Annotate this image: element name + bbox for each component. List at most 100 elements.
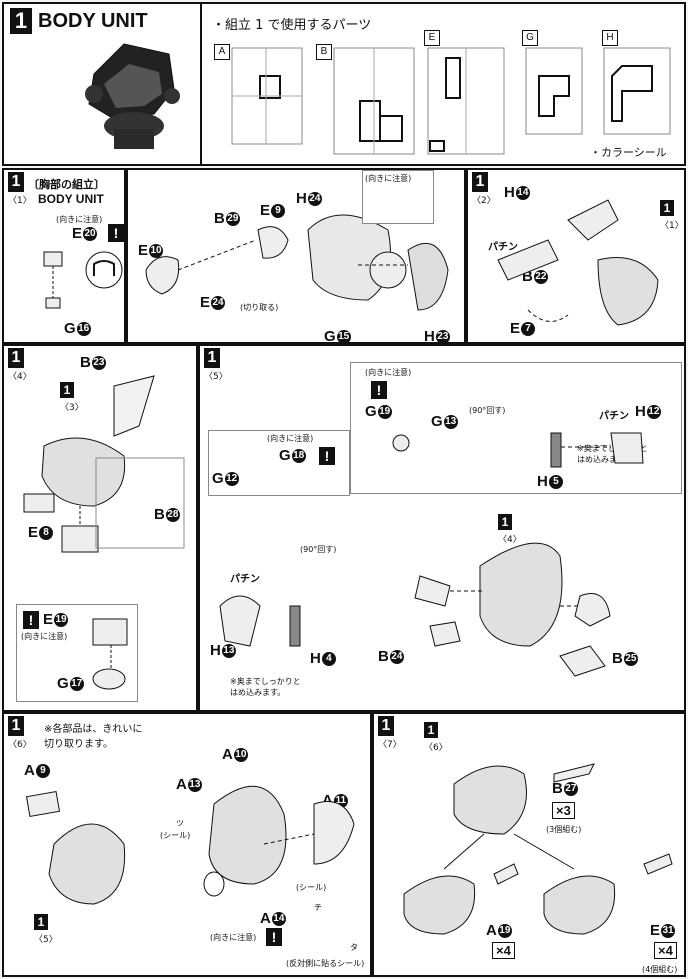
sprue-h-diagram <box>603 47 671 135</box>
step5-ref-sub: 〈4〉 <box>498 535 522 545</box>
color-seal-label: ・カラーシール <box>590 146 667 159</box>
part-g13-num: 13 <box>443 415 458 430</box>
caution-inset: (向きに注意) <box>362 170 434 224</box>
part-g12-num: 12 <box>224 472 239 487</box>
step6-caution: (向きに注意) <box>210 933 257 942</box>
part-b27-letter: B <box>552 780 563 797</box>
part-b25-num: 25 <box>623 652 638 667</box>
part-b28-letter: B <box>154 506 165 523</box>
sprue-b-diagram <box>333 47 415 155</box>
step6-ref-number: 1 <box>34 914 48 930</box>
x3-note: (3個組む) <box>546 825 582 834</box>
part-h5-num: 5 <box>548 475 563 490</box>
step5-sub: 〈5〉 <box>204 372 228 382</box>
step5-number: 1 <box>204 348 220 368</box>
part-g12-letter: G <box>212 470 224 487</box>
step4-ref-number: 1 <box>60 382 74 398</box>
step1-sub: 〈1〉 <box>8 196 32 206</box>
multiplier-x3: ×3 <box>552 802 575 819</box>
caution-icon-e19: ! <box>23 611 39 629</box>
part-a11-letter: A <box>322 792 333 809</box>
part-e10-num: 10 <box>149 244 164 259</box>
part-g19-num: 19 <box>377 405 392 420</box>
part-h5-letter: H <box>537 473 548 490</box>
step6-diagram <box>25 785 355 905</box>
sprue-a-diagram <box>231 47 303 145</box>
step1-number: 1 <box>8 172 24 192</box>
part-h24-letter: H <box>296 190 307 207</box>
part-g18-num: 18 <box>291 449 306 464</box>
step2-snap: パチン <box>488 242 518 253</box>
part-a14-num: 14 <box>271 912 286 927</box>
step6-ta: タ <box>350 943 358 952</box>
step6-seal2: (シール) <box>296 883 327 892</box>
caution-icon: ! <box>108 224 124 242</box>
part-g18-letter: G <box>279 447 291 464</box>
sprue-label-a: A <box>214 44 230 60</box>
step5-push-note-top: ※奥までしっかりと はめ込みます。 <box>577 444 648 464</box>
part-h23-num: 23 <box>435 330 450 345</box>
step4-number: 1 <box>8 348 24 368</box>
step1-caution-2: (向きに注意) <box>365 174 412 183</box>
step6-sub: 〈6〉 <box>8 740 32 750</box>
sprue-label-e: E <box>424 30 440 46</box>
part-h24-num: 24 <box>307 192 322 207</box>
part-h23-letter: H <box>424 328 435 345</box>
part-a10-num: 10 <box>233 748 248 763</box>
body-unit-illustration <box>85 43 180 149</box>
part-a10-letter: A <box>222 746 233 763</box>
part-b29-num: 29 <box>225 212 240 227</box>
part-e19-num: 19 <box>54 613 69 628</box>
sprue-label-b: B <box>316 44 332 60</box>
caution-icon-a14: ! <box>266 928 282 946</box>
part-b24-num: 24 <box>389 650 404 665</box>
part-b22-letter: B <box>522 268 533 285</box>
part-h4-letter: H <box>310 650 321 667</box>
part-e7-num: 7 <box>521 322 536 337</box>
part-e9-letter: E <box>260 202 271 219</box>
step2-ref-sub: 〈1〉 <box>660 221 684 231</box>
step4-diagram <box>23 375 185 553</box>
step6-reflect-seal: (反対側に貼るシール) <box>286 959 365 968</box>
sprue-label-g: G <box>522 30 538 46</box>
step6-tsu: ツ <box>176 819 184 828</box>
part-h14-num: 14 <box>515 186 530 201</box>
part-g13-letter: G <box>431 413 443 430</box>
part-a9-letter: A <box>24 762 35 779</box>
part-a14-letter: A <box>260 910 271 927</box>
part-e19-letter: E <box>43 611 54 628</box>
caution-icon-g18: ! <box>319 447 335 465</box>
part-h14-letter: H <box>504 184 515 201</box>
part-b22-num: 22 <box>533 270 548 285</box>
step7-number: 1 <box>378 716 394 736</box>
step6-chi: チ <box>314 903 322 912</box>
part-a9-num: 9 <box>35 764 50 779</box>
step5-ref-number: 1 <box>498 514 512 530</box>
multiplier-x4b: ×4 <box>654 942 677 959</box>
